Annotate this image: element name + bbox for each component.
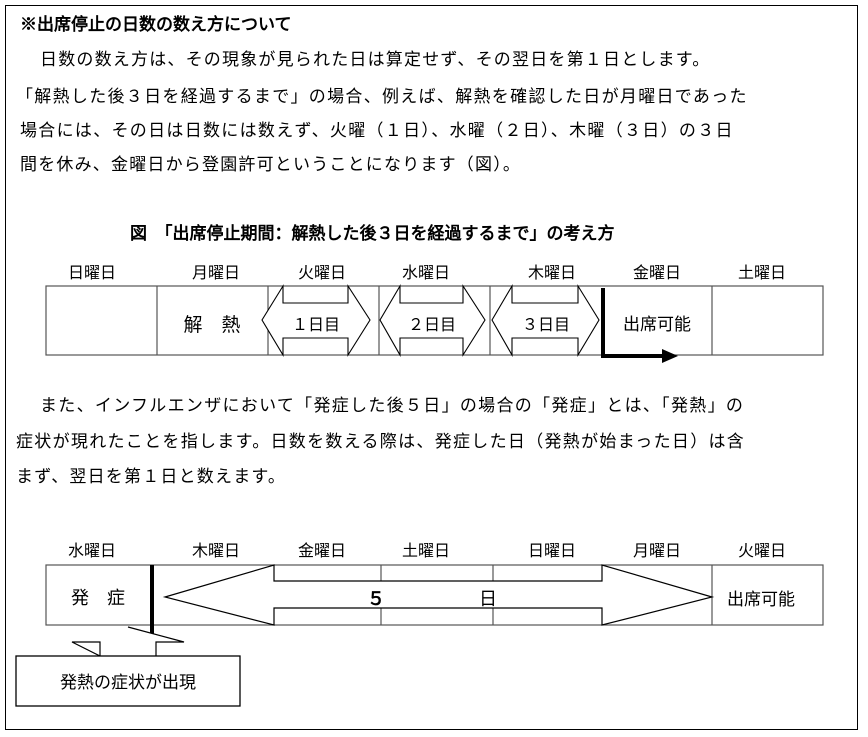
day-label: 木曜日 (527, 263, 577, 282)
day-count-1: １日目 (291, 315, 341, 334)
day-label: 月曜日 (191, 263, 241, 282)
day-label: 金曜日 (297, 541, 347, 560)
figure1-title: 図 「出席停止期間：解熱した後３日を経過するまで」の考え方 (130, 224, 615, 244)
day-label: 土曜日 (401, 541, 451, 560)
attend-label: 出席可能 (623, 315, 691, 335)
day-label: 水曜日 (67, 541, 117, 560)
paragraph-line: 症状が現れたことを指します。日数を数える際は、発症した日（発熱が始まった日）は含 (16, 432, 746, 452)
paragraph-line: 場合には、その日は日数には数えず、火曜（１日）、水曜（２日）、木曜（３日）の３日 (20, 121, 734, 141)
day-label: 火曜日 (737, 541, 787, 560)
day-label: 水曜日 (401, 263, 451, 282)
day-label: 日曜日 (67, 263, 117, 282)
document-frame (5, 5, 858, 730)
callout-box (15, 655, 241, 707)
paragraph-line: 日数の数え方は、その現象が見られた日は算定せず、その翌日を第１日とします。 (40, 50, 711, 70)
five-day-arrow (162, 564, 715, 626)
paragraph-line: また、インフルエンザにおいて「発症した後５日」の場合の「発症」とは、「発熱」の (40, 396, 745, 416)
day-label: 火曜日 (297, 263, 347, 282)
paragraph-line: まず、翌日を第１日と数えます。 (16, 467, 287, 487)
count-number: ５ (367, 589, 385, 610)
count-unit: 日 (479, 589, 497, 610)
fever-end-label: 解 熱 (183, 314, 241, 336)
day-count-2: ２日目 (407, 315, 457, 334)
day-label: 日曜日 (527, 541, 577, 560)
day-label: 金曜日 (632, 263, 682, 282)
heading: ※出席停止の日数の数え方について (20, 15, 292, 35)
attend-start-arrow (601, 288, 665, 358)
day-label: 土曜日 (737, 263, 787, 282)
day-count-3: ３日目 (521, 315, 571, 334)
onset-label: 発 症 (71, 588, 125, 609)
day-label: 月曜日 (632, 541, 682, 560)
paragraph-line: 間を休み、金曜日から登園許可ということになります（図）。 (20, 155, 522, 175)
callout-arrow (71, 626, 185, 657)
callout-text: 発熱の症状が出現 (60, 673, 196, 693)
paragraph-line: 「解熱した後３日を経過するまで」の場合、例えば、解熱を確認した日が月曜日であった (16, 87, 748, 107)
attend-label: 出席可能 (727, 590, 795, 610)
day-count-arrows (261, 283, 600, 358)
day-label: 木曜日 (191, 541, 241, 560)
